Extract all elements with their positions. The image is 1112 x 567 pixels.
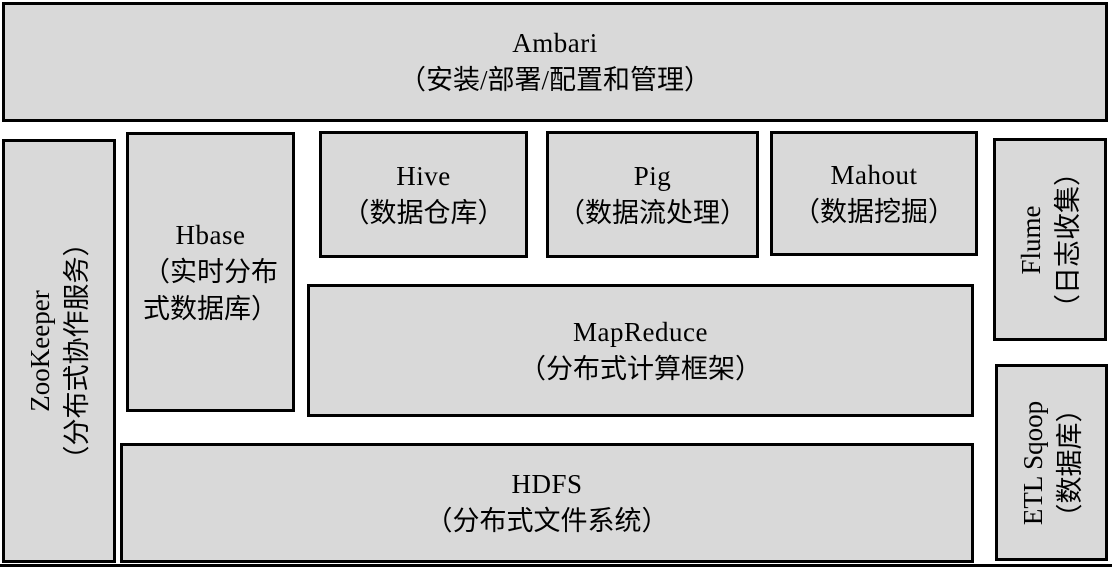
box-flume: Flume （日志收集） <box>993 138 1107 341</box>
box-ambari-desc: （安装/部署/配置和管理） <box>398 65 711 95</box>
box-hbase-title: Hbase <box>175 219 246 250</box>
box-mapreduce-title: MapReduce <box>573 316 708 347</box>
box-flume-rotated-text: Flume （日志收集） <box>1013 159 1087 321</box>
box-mahout-title: Mahout <box>830 159 918 190</box>
box-ambari-title: Ambari <box>512 28 598 58</box>
box-hdfs: HDFS （分布式文件系统） <box>120 443 974 563</box>
box-mahout-desc: （数据挖掘） <box>793 196 955 227</box>
box-zookeeper: ZooKeeper （分布式协作服务） <box>2 139 116 563</box>
box-mahout: Mahout （数据挖掘） <box>770 131 978 256</box>
box-pig-desc: （数据流处理） <box>558 197 747 228</box>
box-etl-sqoop-title: ETL Sqoop <box>1017 400 1048 525</box>
box-zookeeper-title: ZooKeeper <box>25 290 55 412</box>
box-flume-desc: （日志收集） <box>1053 158 1083 321</box>
box-hdfs-title: HDFS <box>511 469 583 499</box>
box-hive-title: Hive <box>396 160 451 191</box>
box-mapreduce: MapReduce （分布式计算框架） <box>307 284 974 417</box>
box-hbase: Hbase （实时分布 式数据库） <box>126 132 295 412</box>
box-flume-title: Flume <box>1016 205 1046 275</box>
bottom-border-line <box>0 564 1112 567</box>
box-pig-title: Pig <box>633 160 672 191</box>
box-zookeeper-rotated-text: ZooKeeper （分布式协作服务） <box>22 230 96 473</box>
box-pig: Pig （数据流处理） <box>546 131 759 258</box>
box-hbase-desc-line1: （实时分布 <box>143 256 278 287</box>
box-hive-desc: （数据仓库） <box>342 197 505 228</box>
box-etl-sqoop: ETL Sqoop （数据库） <box>995 364 1108 561</box>
box-etl-sqoop-rotated-text: ETL Sqoop （数据库） <box>1015 395 1089 530</box>
box-zookeeper-desc: （分布式协作服务） <box>62 229 92 473</box>
box-hive: Hive （数据仓库） <box>319 131 528 258</box>
box-mapreduce-desc: （分布式计算框架） <box>519 353 762 384</box>
box-ambari: Ambari （安装/部署/配置和管理） <box>2 2 1108 122</box>
box-etl-sqoop-desc: （数据库） <box>1054 395 1085 530</box>
box-hdfs-desc: （分布式文件系统） <box>425 506 669 536</box>
box-hbase-desc-line2: 式数据库） <box>143 293 278 324</box>
